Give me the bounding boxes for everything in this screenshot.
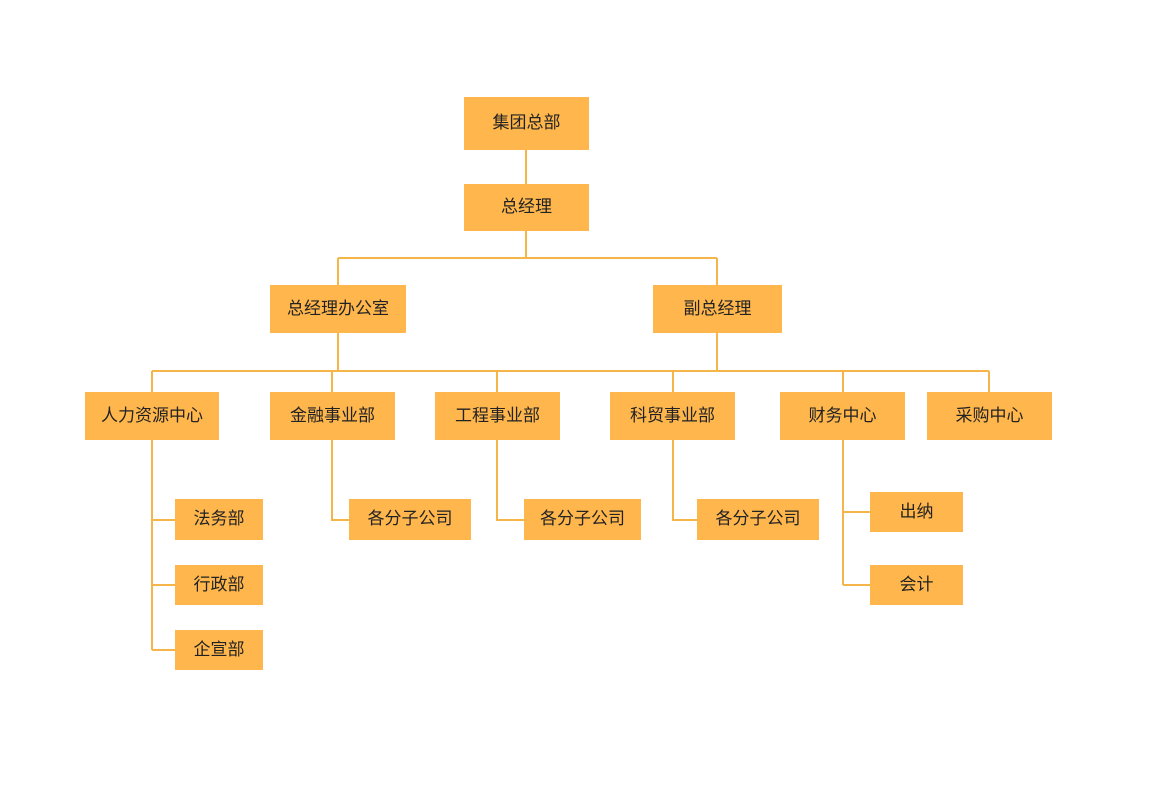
node-root-label: 集团总部 — [492, 113, 561, 133]
node-deputy-gm: 副总经理 — [653, 285, 782, 333]
node-finance-business: 金融事业部 — [270, 392, 395, 440]
node-cashier: 出纳 — [870, 492, 963, 532]
node-general-manager-label: 总经理 — [501, 197, 552, 217]
node-trade-subsidiaries: 各分子公司 — [697, 499, 819, 540]
node-finance-business-subsidiaries: 各分子公司 — [349, 499, 471, 540]
node-admin-dept: 行政部 — [175, 565, 263, 605]
node-gm-office-label: 总经理办公室 — [287, 298, 389, 319]
node-hr-center: 人力资源中心 — [85, 392, 219, 440]
node-cashier-label: 出纳 — [899, 501, 934, 522]
node-legal-dept: 法务部 — [175, 499, 263, 540]
node-finance-center: 财务中心 — [780, 392, 905, 440]
node-procurement-center: 采购中心 — [927, 392, 1052, 440]
node-legal-dept-label: 法务部 — [193, 509, 245, 529]
node-general-manager: 总经理 — [464, 184, 589, 231]
node-engineering-subsidiaries: 各分子公司 — [524, 499, 641, 540]
node-engineering-business-label: 工程事业部 — [455, 405, 540, 426]
node-trade-subsidiaries-label: 各分子公司 — [715, 509, 801, 529]
connector-finance-biz-child — [331, 440, 349, 521]
node-pr-dept-label: 企宣部 — [193, 639, 245, 660]
node-engineering-subsidiaries-label: 各分子公司 — [540, 509, 625, 529]
node-hr-center-label: 人力资源中心 — [101, 405, 203, 426]
node-trade-business: 科贸事业部 — [610, 392, 735, 440]
node-pr-dept: 企宣部 — [175, 630, 263, 670]
node-finance-center-label: 财务中心 — [808, 405, 877, 426]
node-finance-business-subsidiaries-label: 各分子公司 — [367, 509, 453, 529]
node-deputy-gm-label: 副总经理 — [683, 298, 752, 319]
node-procurement-center-label: 采购中心 — [955, 405, 1024, 426]
node-gm-office: 总经理办公室 — [270, 285, 406, 333]
connector-trade-child — [672, 440, 697, 521]
connector-engineering-child — [496, 440, 524, 521]
node-admin-dept-label: 行政部 — [193, 574, 245, 595]
node-root: 集团总部 — [464, 97, 589, 150]
node-trade-business-label: 科贸事业部 — [630, 405, 715, 426]
node-engineering-business: 工程事业部 — [435, 392, 560, 440]
node-finance-business-label: 金融事业部 — [290, 405, 375, 426]
node-accountant: 会计 — [870, 565, 963, 605]
node-accountant-label: 会计 — [899, 574, 934, 595]
